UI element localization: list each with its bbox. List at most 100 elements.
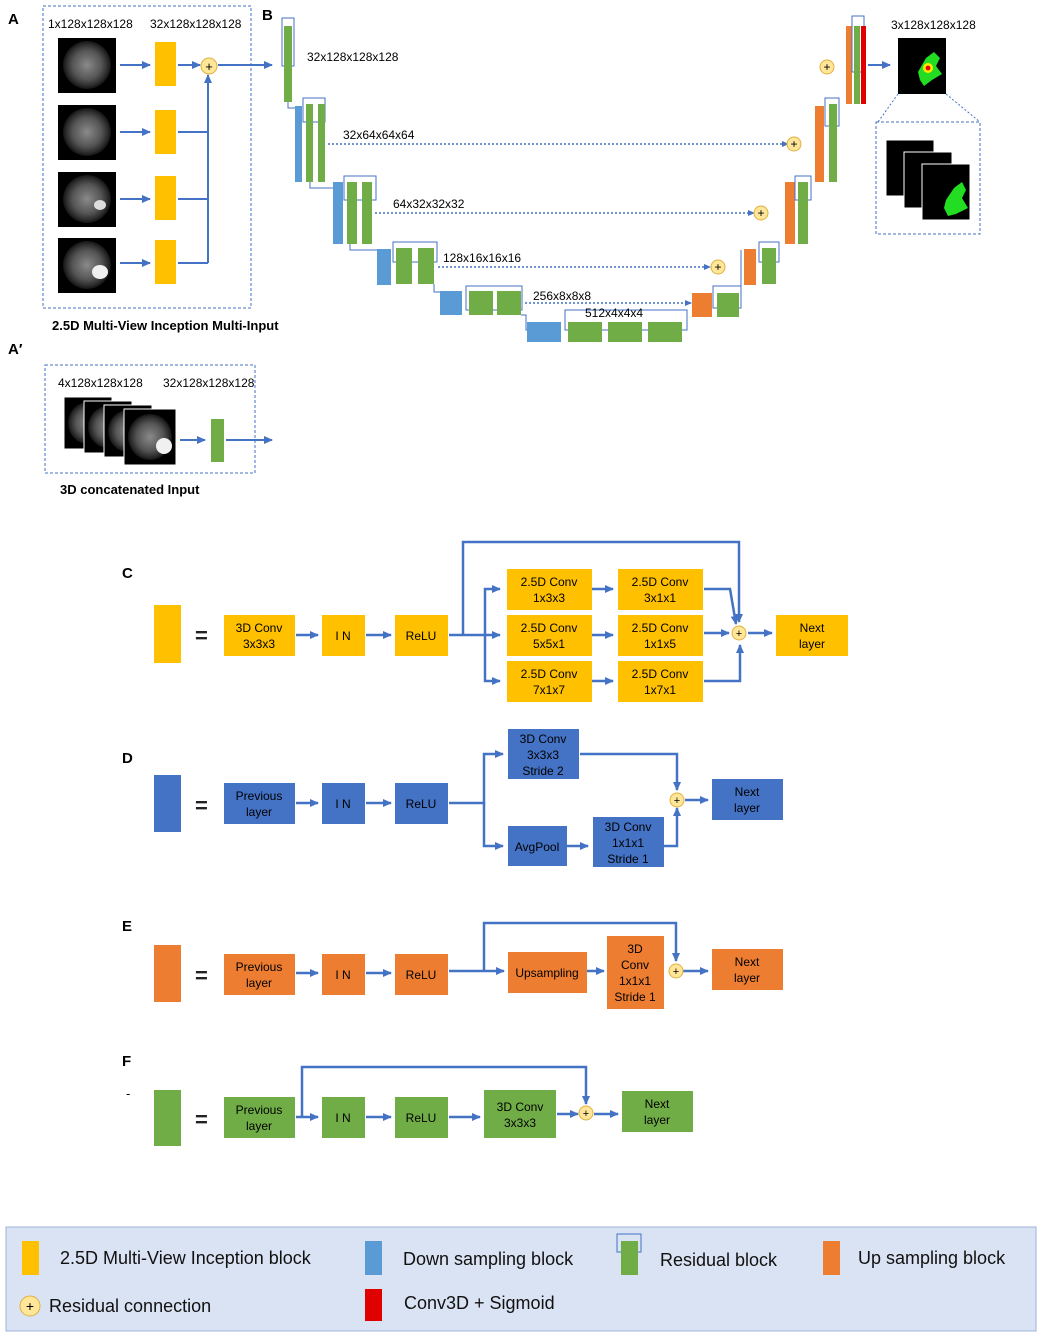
up-block-b4 xyxy=(692,293,712,317)
segmentation-channels xyxy=(885,139,971,221)
next-layer-box xyxy=(712,779,783,820)
residual-add-icon xyxy=(731,625,747,641)
panel-a-prime-output-dim: 32x128x128x128 xyxy=(163,376,255,390)
residual-add-icon xyxy=(669,792,685,808)
svg-text:1x3x3: 1x3x3 xyxy=(533,591,565,605)
panel-a-prime-input-dim: 4x128x128x128 xyxy=(58,376,143,390)
panel-a-caption: 2.5D Multi-View Inception Multi-Input xyxy=(52,318,279,333)
conv-1x7x1-box xyxy=(618,661,703,702)
panel-e-label: E xyxy=(122,918,132,935)
svg-text:2.5D Conv: 2.5D Conv xyxy=(632,667,689,681)
upsampling-box xyxy=(508,952,587,993)
svg-text:2.5D Conv: 2.5D Conv xyxy=(521,575,578,589)
legend-panel xyxy=(5,1226,1037,1332)
legend-residual-connection-label: Residual connection xyxy=(49,1296,211,1316)
instance-norm-box xyxy=(322,615,365,656)
panel-a-input-dim: 1x128x128x128 xyxy=(48,17,133,31)
legend-residual-label: Residual block xyxy=(660,1250,778,1270)
svg-text:+: + xyxy=(790,137,797,151)
panel-f-mark: - xyxy=(126,1086,130,1101)
conv3d-box xyxy=(224,615,295,656)
svg-text:+: + xyxy=(757,206,764,220)
instance-norm-box xyxy=(322,1097,365,1138)
equals-sign: = xyxy=(195,793,208,818)
svg-text:Previous: Previous xyxy=(236,960,283,974)
svg-text:Upsampling: Upsampling xyxy=(515,966,578,980)
svg-text:layer: layer xyxy=(734,801,760,815)
plus-symbol: + xyxy=(205,59,213,74)
equals-sign: = xyxy=(195,623,208,648)
svg-text:layer: layer xyxy=(799,637,825,651)
panel-b-label: B xyxy=(262,7,273,24)
panel-a-prime-label: A′ xyxy=(8,341,23,358)
svg-text:1x7x1: 1x7x1 xyxy=(644,683,676,697)
panel-a: A 1x128x128x128 32x128x128x128 xyxy=(8,5,279,333)
svg-text:3x3x3: 3x3x3 xyxy=(527,748,559,762)
zoom-frame xyxy=(875,121,981,235)
legend-inception-label: 2.5D Multi-View Inception block xyxy=(60,1248,312,1268)
equals-sign: = xyxy=(195,1107,208,1132)
equals-sign: = xyxy=(195,963,208,988)
up-block-b3 xyxy=(744,249,756,285)
legend: 2.5D Multi-View Inception block Down sam… xyxy=(5,1226,1037,1332)
svg-text:AvgPool: AvgPool xyxy=(515,840,559,854)
panel-c-label: C xyxy=(122,565,133,582)
dim-label-2: 64x32x32x32 xyxy=(393,197,465,211)
previous-layer-box xyxy=(224,954,295,995)
residual-connection-icon xyxy=(200,57,218,75)
svg-text:7x1x7: 7x1x7 xyxy=(533,683,565,697)
residual-block-b0 xyxy=(284,26,292,102)
up-block-b2 xyxy=(785,182,795,244)
down-block-b1 xyxy=(295,106,302,182)
inception-legend-swatch xyxy=(154,605,181,663)
svg-text:2.5D Conv: 2.5D Conv xyxy=(521,621,578,635)
svg-text:Next: Next xyxy=(735,785,760,799)
down-block-b4 xyxy=(440,291,462,315)
svg-text:I N: I N xyxy=(335,797,350,811)
svg-text:+: + xyxy=(823,60,830,74)
panel-a-label: A xyxy=(8,11,19,28)
conv-1x1x5-box xyxy=(618,615,703,656)
down-legend-swatch xyxy=(154,775,181,832)
conv-stride1-box xyxy=(593,817,664,867)
svg-text:1x1x1: 1x1x1 xyxy=(612,836,644,850)
svg-text:+: + xyxy=(26,1298,34,1314)
relu-box xyxy=(395,1097,448,1138)
svg-text:3x1x1: 3x1x1 xyxy=(644,591,676,605)
residual-add-icon xyxy=(668,963,684,979)
down-block-b5 xyxy=(527,322,561,342)
svg-text:+: + xyxy=(583,1108,589,1120)
up-block-b1 xyxy=(815,106,824,182)
svg-text:Previous: Previous xyxy=(236,789,283,803)
residual-legend-swatch xyxy=(154,1090,181,1146)
conv-1x1x1-box xyxy=(607,936,664,1009)
sigmoid-block xyxy=(861,26,866,104)
svg-text:Stride 1: Stride 1 xyxy=(607,852,649,866)
next-layer-box xyxy=(776,615,848,656)
panel-a-prime-caption: 3D concatenated Input xyxy=(60,482,200,497)
svg-text:ReLU: ReLU xyxy=(406,629,437,643)
svg-text:+: + xyxy=(714,260,721,274)
conv-1x3x3-box xyxy=(507,569,592,610)
svg-text:Next: Next xyxy=(735,955,760,969)
panel-d: D = Previous layer I N ReLU 3D Conv 3x3x… xyxy=(122,729,783,867)
legend-sigmoid-swatch xyxy=(365,1289,382,1321)
legend-up-label: Up sampling block xyxy=(858,1248,1006,1268)
segmentation-output xyxy=(898,38,946,94)
legend-down-swatch xyxy=(365,1241,382,1275)
dim-label-4: 256x8x8x8 xyxy=(533,289,591,303)
legend-up-swatch xyxy=(823,1241,840,1275)
residual-add-icon xyxy=(578,1105,594,1121)
inception-block-1 xyxy=(155,42,176,86)
svg-text:I N: I N xyxy=(335,629,350,643)
panel-a-prime-frame xyxy=(44,364,256,474)
next-layer-box xyxy=(622,1091,693,1132)
inception-block-3 xyxy=(155,176,176,220)
svg-text:I N: I N xyxy=(335,1111,350,1125)
panel-d-arrows xyxy=(296,750,709,850)
up-legend-swatch xyxy=(154,945,181,1002)
previous-layer-box xyxy=(224,783,295,824)
svg-text:2.5D Conv: 2.5D Conv xyxy=(632,621,689,635)
panel-d-label: D xyxy=(122,750,133,767)
svg-text:5x5x1: 5x5x1 xyxy=(533,637,565,651)
